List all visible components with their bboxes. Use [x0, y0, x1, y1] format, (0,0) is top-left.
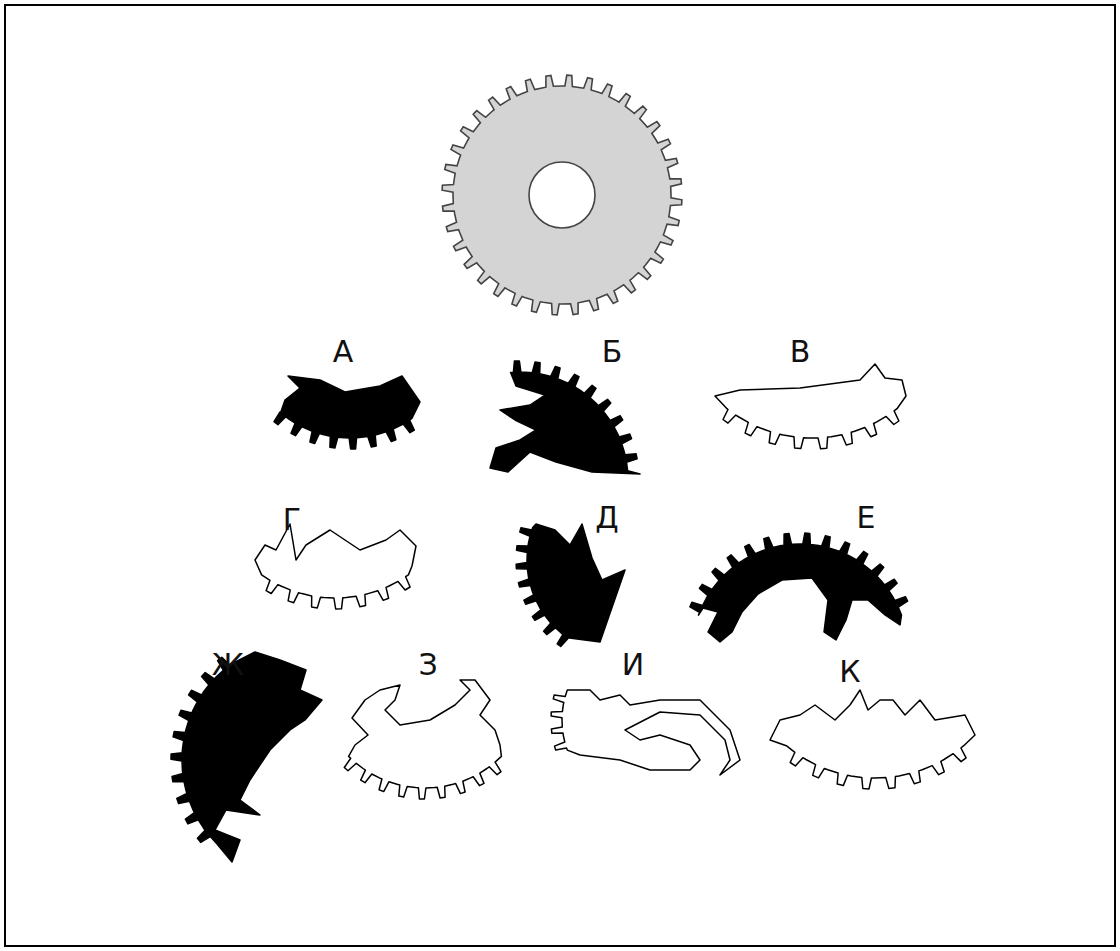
gear-fragment: [344, 680, 501, 799]
gear-fragment: [274, 376, 420, 449]
gear-fragment: [490, 361, 640, 474]
gear-fragments: [171, 361, 975, 862]
gear-fragment: [770, 690, 975, 789]
gear-wheel: [442, 75, 682, 315]
gear-fragment: [690, 533, 908, 642]
fragment-letter: Г: [283, 505, 301, 535]
fragment-letter: К: [839, 657, 860, 687]
frame: [5, 5, 1115, 946]
gear-fragment: [255, 524, 416, 609]
fragment-letter: З: [418, 650, 437, 680]
gear-fragment: [516, 524, 625, 647]
gear-hole: [529, 162, 595, 228]
fragment-letter: Ж: [212, 650, 244, 680]
fragment-letter: Д: [595, 503, 618, 533]
fragment-letter: В: [790, 337, 811, 367]
fragment-letter: Е: [857, 503, 876, 533]
gear-fragment: [551, 690, 740, 775]
fragment-letter: А: [333, 337, 354, 367]
fragment-letter: Б: [602, 337, 623, 367]
gear-fragment: [171, 652, 322, 862]
gear-outline: [442, 75, 682, 315]
gear-fragment: [715, 364, 906, 449]
fragment-letter: И: [622, 650, 644, 680]
